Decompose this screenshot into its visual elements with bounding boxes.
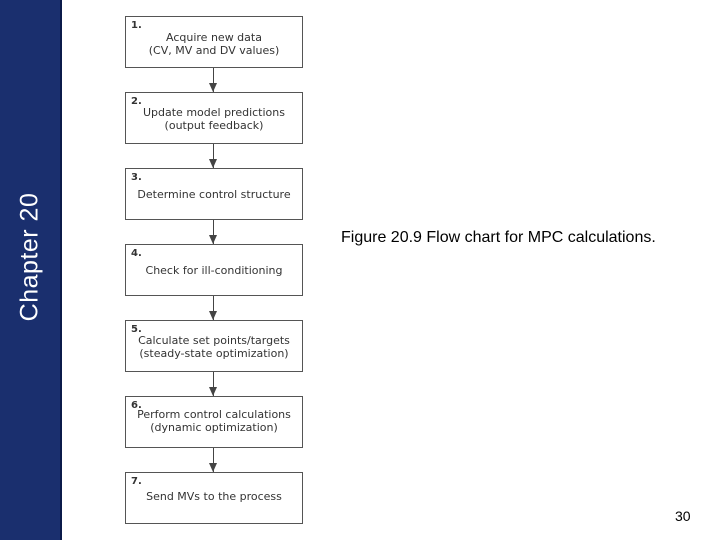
chapter-sidebar: Chapter 20 bbox=[0, 0, 60, 540]
flowchart-step-2: 2. Update model predictions (output feed… bbox=[125, 92, 303, 144]
step-text: Acquire new data (CV, MV and DV values) bbox=[148, 31, 280, 57]
step-number: 6. bbox=[131, 400, 142, 411]
flow-arrow bbox=[209, 144, 217, 168]
step-number: 4. bbox=[131, 248, 142, 259]
step-number: 3. bbox=[131, 172, 142, 183]
step-text: Perform control calculations (dynamic op… bbox=[137, 408, 291, 434]
step-text: Determine control structure bbox=[137, 188, 291, 201]
figure-caption: Figure 20.9 Flow chart for MPC calculati… bbox=[341, 229, 656, 246]
flowchart-step-4: 4. Check for ill-conditioning bbox=[125, 244, 303, 296]
step-number: 1. bbox=[131, 20, 142, 31]
flowchart-step-6: 6. Perform control calculations (dynamic… bbox=[125, 396, 303, 448]
flow-arrow bbox=[209, 372, 217, 396]
flowchart-step-3: 3. Determine control structure bbox=[125, 168, 303, 220]
step-number: 7. bbox=[131, 476, 142, 487]
step-text: Calculate set points/targets (steady-sta… bbox=[138, 334, 290, 360]
flowchart-step-7: 7. Send MVs to the process bbox=[125, 472, 303, 524]
step-number: 5. bbox=[131, 324, 142, 335]
step-number: 2. bbox=[131, 96, 142, 107]
flow-arrow bbox=[209, 68, 217, 92]
flowchart-step-5: 5. Calculate set points/targets (steady-… bbox=[125, 320, 303, 372]
flow-arrow bbox=[209, 448, 217, 472]
flowchart-step-1: 1. Acquire new data (CV, MV and DV value… bbox=[125, 16, 303, 68]
step-text: Send MVs to the process bbox=[146, 490, 282, 503]
sidebar-divider bbox=[60, 0, 62, 540]
step-text: Check for ill-conditioning bbox=[145, 264, 283, 277]
chapter-label: Chapter 20 bbox=[15, 192, 44, 322]
step-text: Update model predictions (output feedbac… bbox=[142, 106, 285, 132]
flow-arrow bbox=[209, 296, 217, 320]
page-number: 30 bbox=[675, 508, 691, 524]
flow-arrow bbox=[209, 220, 217, 244]
